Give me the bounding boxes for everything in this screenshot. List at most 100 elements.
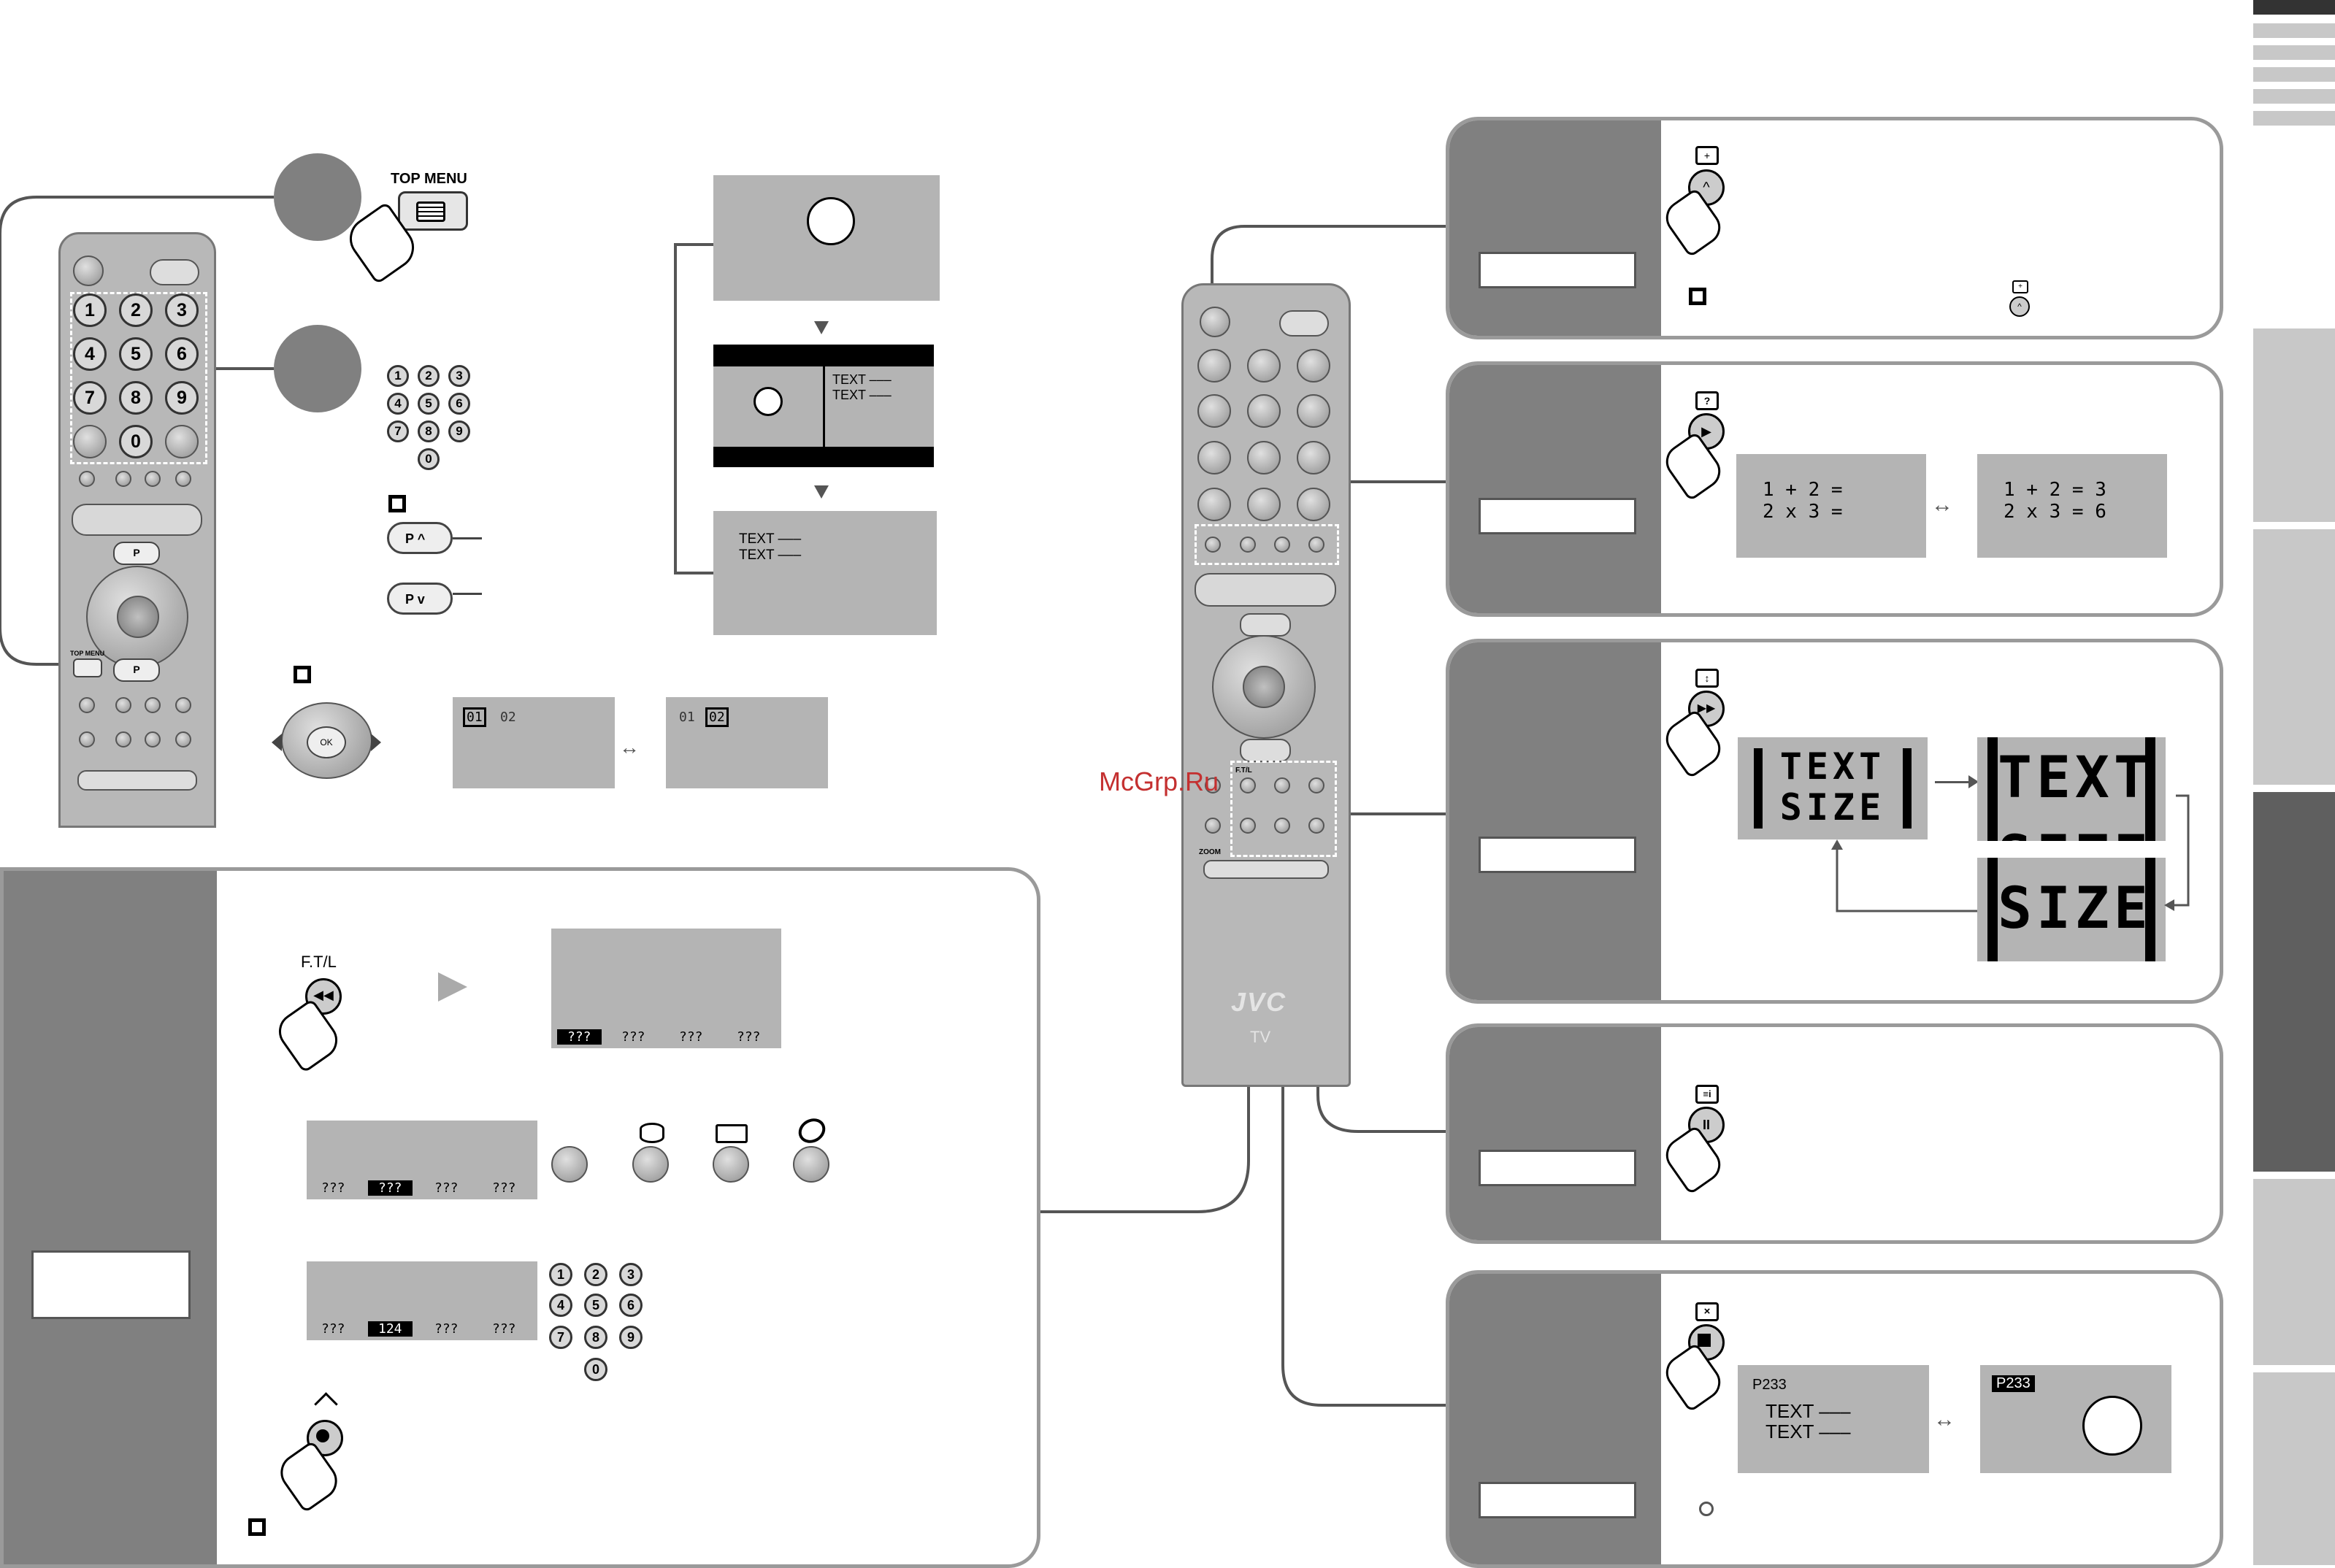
ftl-pad-key-4[interactable]: 4	[549, 1294, 572, 1317]
ftl-pad-key-9[interactable]: 9	[619, 1326, 643, 1349]
remote-c-key-3[interactable]	[1297, 349, 1330, 383]
panel-size-grey-band	[1449, 642, 1661, 1000]
dvd-source-button[interactable]	[793, 1146, 829, 1183]
remote-c-src-1[interactable]	[1205, 537, 1221, 553]
remote-left-small-1[interactable]	[79, 471, 95, 487]
ftl-pad-key-7[interactable]: 7	[549, 1326, 572, 1349]
remote-left-key-8[interactable]: 8	[119, 381, 153, 415]
remote-c-key-8[interactable]	[1247, 441, 1281, 474]
ftl-pad-key-6[interactable]: 6	[619, 1294, 643, 1317]
remote-left-key-left[interactable]	[73, 425, 107, 458]
remote-left-power-button[interactable]	[73, 255, 104, 286]
remote-c-key-0[interactable]	[1247, 488, 1281, 521]
remote-left-key-right[interactable]	[165, 425, 199, 458]
remote-c-src-2[interactable]	[1240, 537, 1256, 553]
p-up-button[interactable]: P ^	[387, 522, 453, 554]
remote-c-row1-4[interactable]	[1308, 777, 1324, 793]
remote-c-key-left[interactable]	[1197, 488, 1231, 521]
remote-left-row-a4[interactable]	[175, 697, 191, 713]
remote-c-key-6[interactable]	[1297, 394, 1330, 428]
tv-source-button[interactable]	[551, 1146, 588, 1183]
remote-left-small-4[interactable]	[175, 471, 191, 487]
remote-left-row-b2[interactable]	[115, 731, 131, 748]
remote-c-key-9[interactable]	[1297, 441, 1330, 474]
remote-left-bottom-bar[interactable]	[77, 770, 197, 791]
hold-up-button-small: ^	[2009, 296, 2030, 317]
remote-left-row-b3[interactable]	[145, 731, 161, 748]
remote-left-wide-bar[interactable]	[72, 504, 202, 536]
panel-hold-label-box	[1479, 252, 1636, 288]
p-down-button[interactable]: P v	[387, 583, 453, 615]
remote-left-row-b4[interactable]	[175, 731, 191, 748]
pause-icon: II	[1702, 1118, 1710, 1132]
remote-c-key-5[interactable]	[1247, 394, 1281, 428]
remote-left-p-down-button[interactable]: P	[113, 658, 160, 682]
remote-left-key-7[interactable]: 7	[73, 381, 107, 415]
pad-key-6[interactable]: 6	[448, 393, 470, 415]
remote-c-key-4[interactable]	[1197, 394, 1231, 428]
remote-left-top-menu-button[interactable]	[73, 658, 102, 677]
remote-left-row-a2[interactable]	[115, 697, 131, 713]
remote-left-key-4[interactable]: 4	[73, 337, 107, 371]
remote-left-row-a1[interactable]	[79, 697, 95, 713]
remote-c-row1-2[interactable]	[1240, 777, 1256, 793]
ftl-pad-key-5[interactable]: 5	[584, 1294, 607, 1317]
remote-left-key-2[interactable]: 2	[119, 293, 153, 327]
dvd-recorder-source-button[interactable]	[632, 1146, 669, 1183]
vcr-source-button[interactable]	[713, 1146, 749, 1183]
remote-c-src-4[interactable]	[1308, 537, 1324, 553]
remote-left-key-6[interactable]: 6	[165, 337, 199, 371]
remote-left-p-up-button[interactable]: P	[113, 542, 160, 565]
remote-left-small-3[interactable]	[145, 471, 161, 487]
ftl-pad-key-2[interactable]: 2	[584, 1263, 607, 1286]
pad-key-1[interactable]: 1	[387, 365, 409, 387]
remote-left-row-a3[interactable]	[145, 697, 161, 713]
remote-c-row1-3[interactable]	[1274, 777, 1290, 793]
pad-key-4[interactable]: 4	[387, 393, 409, 415]
remote-c-row2-3[interactable]	[1274, 818, 1290, 834]
remote-c-row1-1[interactable]	[1205, 777, 1221, 793]
ftl-screen-3: ??? 124 ??? ???	[307, 1261, 537, 1340]
play-icon: ▶	[1701, 424, 1711, 439]
pad-key-2[interactable]: 2	[418, 365, 440, 387]
remote-c-p-down-button[interactable]	[1240, 739, 1291, 762]
remote-left-key-1[interactable]: 1	[73, 293, 107, 327]
remote-left-key-3[interactable]: 3	[165, 293, 199, 327]
remote-c-power-button[interactable]	[1200, 307, 1230, 337]
ftl-pad-key-3[interactable]: 3	[619, 1263, 643, 1286]
remote-left-ok-button[interactable]	[117, 596, 159, 638]
remote-c-bottom-bar[interactable]	[1203, 860, 1329, 879]
remote-c-src-3[interactable]	[1274, 537, 1290, 553]
pad-key-3[interactable]: 3	[448, 365, 470, 387]
ok-dpad-center[interactable]: OK	[307, 726, 346, 758]
remote-left-small-2[interactable]	[115, 471, 131, 487]
remote-c-key-right[interactable]	[1297, 488, 1330, 521]
ftl-label: F.T/L	[301, 953, 337, 971]
pad-key-5[interactable]: 5	[418, 393, 440, 415]
remote-left-mode-button[interactable]	[150, 259, 199, 285]
pad-key-8[interactable]: 8	[418, 420, 440, 442]
ftl-pad-key-8[interactable]: 8	[584, 1326, 607, 1349]
ftl-pad-key-0[interactable]: 0	[584, 1358, 607, 1381]
reveal-after-line-1: 1 + 2 = 3	[2004, 479, 2106, 501]
remote-left-key-0[interactable]: 0	[119, 425, 153, 458]
pad-key-7[interactable]: 7	[387, 420, 409, 442]
remote-c-wide-bar[interactable]	[1195, 573, 1336, 607]
remote-c-row2-4[interactable]	[1308, 818, 1324, 834]
size-arrow-right-head	[1968, 775, 1979, 788]
ftl-pad-key-1[interactable]: 1	[549, 1263, 572, 1286]
remote-left-key-5[interactable]: 5	[119, 337, 153, 371]
remote-left-key-9[interactable]: 9	[165, 381, 199, 415]
remote-c-key-1[interactable]	[1197, 349, 1231, 383]
remote-c-key-7[interactable]	[1197, 441, 1231, 474]
remote-c-p-up-button[interactable]	[1240, 613, 1291, 637]
remote-c-key-2[interactable]	[1247, 349, 1281, 383]
remote-c-mode-button[interactable]	[1279, 310, 1329, 337]
pad-key-9[interactable]: 9	[448, 420, 470, 442]
panel-reveal-grey-band	[1449, 365, 1661, 613]
remote-c-ok-button[interactable]	[1243, 666, 1285, 708]
pad-key-0[interactable]: 0	[418, 448, 440, 470]
remote-c-row2-1[interactable]	[1205, 818, 1221, 834]
remote-left-row-b1[interactable]	[79, 731, 95, 748]
remote-c-row2-2[interactable]	[1240, 818, 1256, 834]
